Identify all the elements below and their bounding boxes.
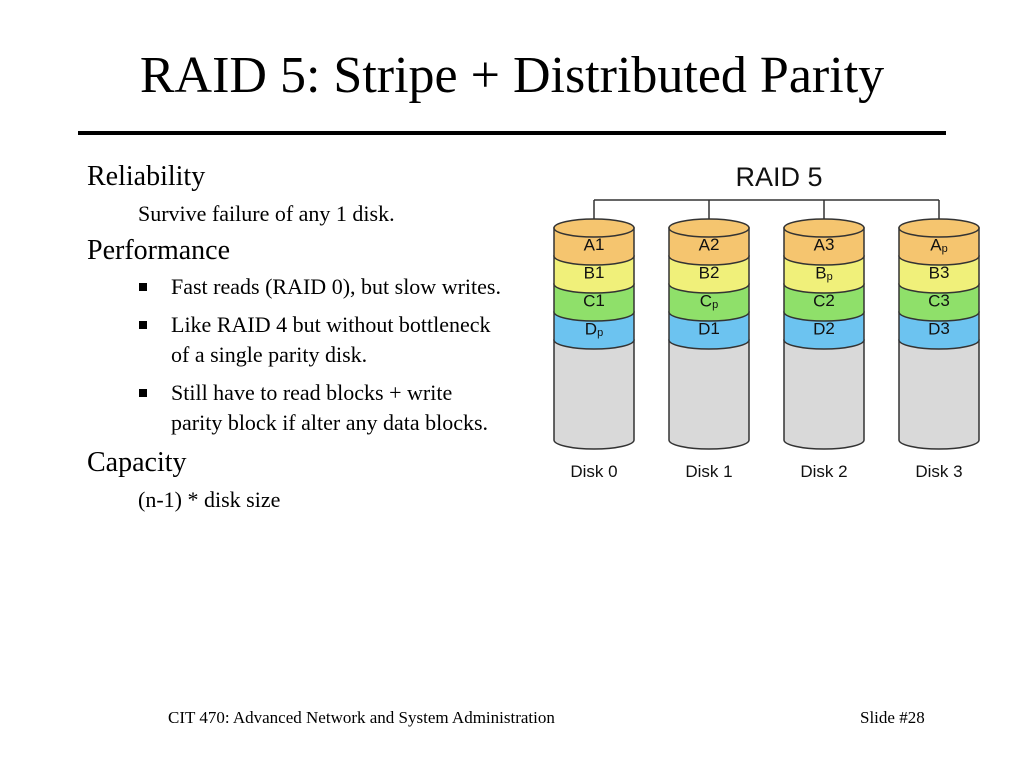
disk-body (898, 339, 980, 450)
block-label: A2 (699, 235, 720, 254)
block-label: C3 (928, 291, 950, 310)
bullet-square-icon (139, 283, 147, 291)
block-label: C2 (813, 291, 835, 310)
reliability-text: Survive failure of any 1 disk. (138, 201, 395, 226)
heading-performance: Performance (87, 235, 231, 266)
title-divider (78, 131, 946, 135)
block-label: A1 (584, 235, 605, 254)
block-label: D3 (928, 319, 950, 338)
block-label: D1 (698, 319, 720, 338)
disk-top-cap (668, 218, 750, 238)
stripe-block (783, 311, 865, 350)
disk-top-cap (783, 218, 865, 238)
disk-top-cap (898, 218, 980, 238)
stripe-block (553, 283, 635, 322)
stripe-block (668, 311, 750, 350)
block-label: D2 (813, 319, 835, 338)
capacity-text: (n-1) * disk size (138, 487, 281, 512)
stripe-block (668, 227, 750, 266)
stripe-block (668, 255, 750, 294)
disk-body (553, 339, 635, 450)
performance-bullet: Like RAID 4 but without bottleneck of a … (87, 310, 507, 370)
stripe-block (898, 283, 980, 322)
bullet-content: Reliability Survive failure of any 1 dis… (87, 160, 507, 514)
heading-capacity: Capacity (87, 447, 187, 478)
stripe-block (668, 283, 750, 322)
stripe-block (783, 255, 865, 294)
performance-bullet: Still have to read blocks + write parity… (87, 378, 507, 438)
block-label: B2 (699, 263, 720, 282)
bullet-square-icon (139, 389, 147, 397)
stripe-block (553, 227, 635, 266)
bullet-text: Fast reads (RAID 0), but slow writes. (171, 274, 501, 299)
disk-body (783, 339, 865, 450)
stripe-block (898, 311, 980, 350)
stripe-block (783, 227, 865, 266)
disk-label: Disk 3 (915, 462, 962, 481)
disk-body (668, 339, 750, 450)
performance-list: Fast reads (RAID 0), but slow writes. Li… (87, 272, 507, 438)
stripe-block (553, 311, 635, 350)
stripe-block (783, 283, 865, 322)
disk-label: Disk 1 (685, 462, 732, 481)
footer-course: CIT 470: Advanced Network and System Adm… (168, 708, 555, 727)
stripe-block (898, 227, 980, 266)
disk-label: Disk 0 (570, 462, 617, 481)
stripe-block (553, 255, 635, 294)
block-label: B3 (929, 263, 950, 282)
disk-label: Disk 2 (800, 462, 847, 481)
diagram-title: RAID 5 (735, 162, 822, 192)
footer-slide-number: Slide #28 (860, 708, 925, 727)
bullet-text: Still have to read blocks + write parity… (171, 380, 489, 435)
bullet-text: Like RAID 4 but without bottleneck of a … (171, 312, 491, 367)
stripe-block (898, 255, 980, 294)
performance-bullet: Fast reads (RAID 0), but slow writes. (87, 272, 507, 302)
block-label: B1 (584, 263, 605, 282)
block-label: A3 (814, 235, 835, 254)
heading-reliability: Reliability (87, 161, 206, 192)
disk-top-cap (553, 218, 635, 238)
slide-title: RAID 5: Stripe + Distributed Parity (139, 47, 885, 104)
bullet-square-icon (139, 321, 147, 329)
block-label: C1 (583, 291, 605, 310)
